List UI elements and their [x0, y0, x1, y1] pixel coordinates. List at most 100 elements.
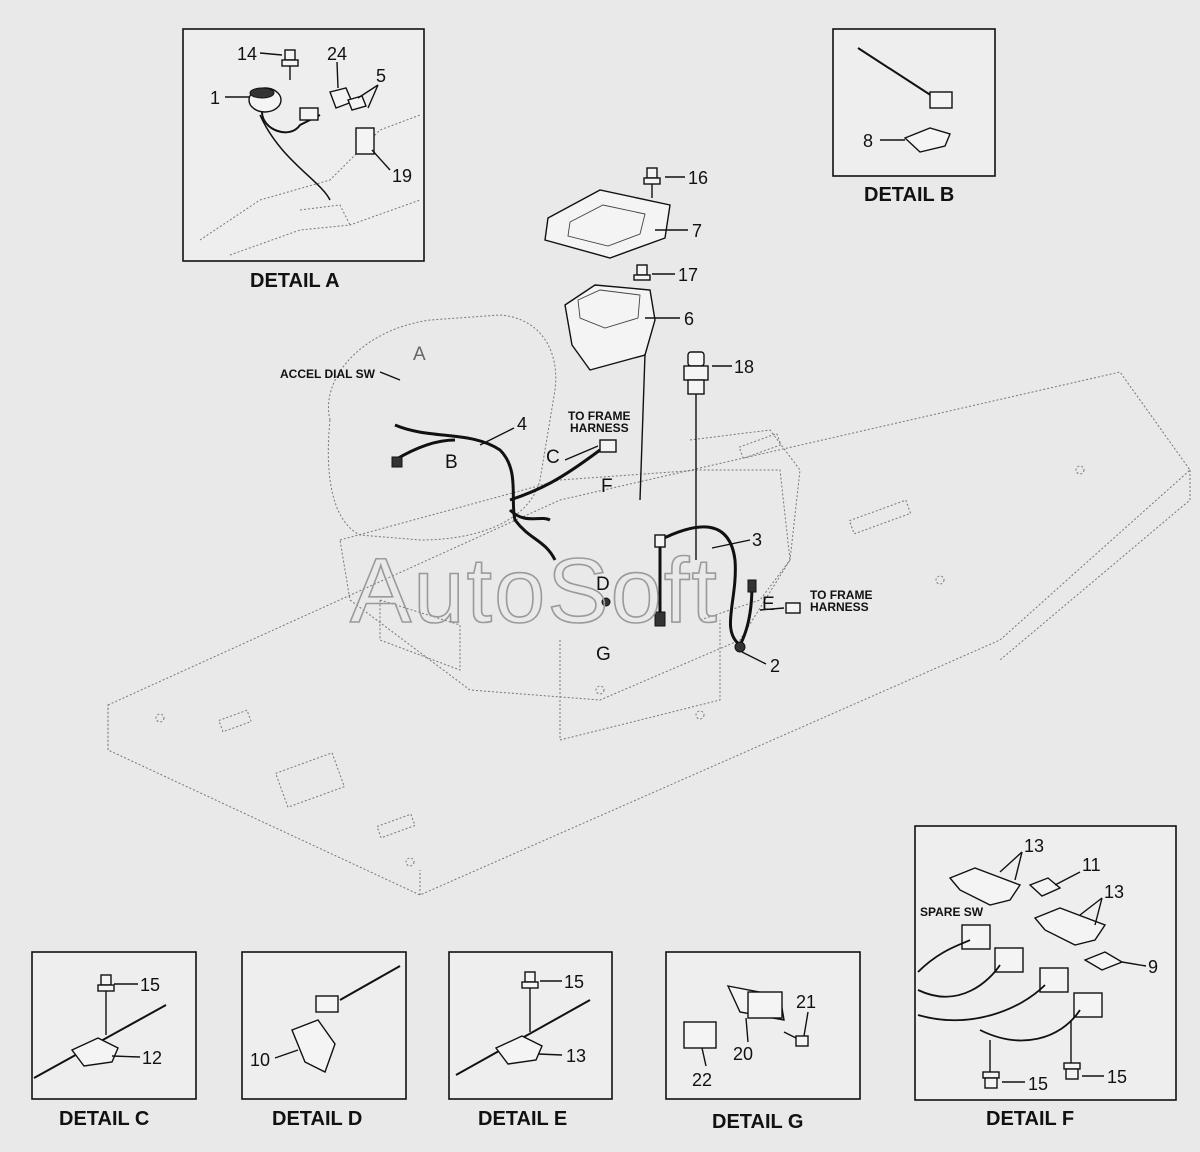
detail-a-frame [182, 28, 425, 262]
label-22 [683, 1021, 717, 1049]
watermark: AutoSoft [350, 540, 719, 642]
part-19 [355, 127, 375, 155]
callout-7: 7 [692, 221, 702, 241]
detail-a-callout-24: 24 [327, 44, 347, 64]
zone-label-g: G [596, 644, 611, 665]
detail-b-wire [857, 47, 933, 97]
frame-plate-edge [107, 470, 1191, 895]
detail-c: 15 12 DETAIL C [31, 951, 197, 1130]
detail-b-caption: DETAIL B [864, 184, 954, 206]
heater-grille [379, 599, 461, 671]
part-11 [1028, 877, 1062, 897]
main-assembly: 16 7 17 6 18 4 3 2 A B C D E F G ACCEL D… [107, 167, 1191, 896]
detail-a-callout-5: 5 [376, 66, 386, 86]
detail-a-wire [261, 111, 321, 134]
harness-4-branch2 [509, 448, 601, 502]
plate-slot [738, 432, 782, 460]
detail-g-callout-21: 21 [796, 992, 816, 1012]
detail-c-frame [31, 951, 197, 1100]
to-frame-harness-lower-line2: HARNESS [810, 600, 869, 614]
detail-a-callout-14: 14 [237, 44, 257, 64]
detail-b-connector [929, 91, 953, 109]
callout-17: 17 [678, 265, 698, 285]
callout-6: 6 [684, 309, 694, 329]
detail-g-caption: DETAIL G [712, 1111, 803, 1133]
bracket-13-upper [948, 867, 1022, 906]
zone-label-e: E [762, 594, 775, 615]
accel-dial-part-1 [248, 87, 282, 113]
detail-f-wire-4 [979, 1009, 1081, 1042]
part-5 [347, 95, 367, 111]
detail-f-callout-9: 9 [1148, 957, 1158, 977]
ground-2 [734, 641, 746, 653]
bolt-15-left [982, 1040, 1000, 1089]
bolt-16 [643, 167, 661, 198]
clip-f [654, 534, 666, 548]
detail-f: 13 11 13 9 15 15 SPARE SW DETAIL F [914, 825, 1177, 1130]
plate-hole [595, 685, 605, 695]
zone-label-a: A [413, 344, 426, 365]
plate-slot [218, 709, 252, 733]
seat-back [327, 314, 557, 541]
harness-4-branch [394, 438, 456, 462]
detail-f-callout-11: 11 [1082, 855, 1101, 875]
to-frame-harness-upper-line2: HARNESS [570, 421, 629, 435]
detail-c-caption: DETAIL C [59, 1108, 149, 1130]
accel-dial-sw-label: ACCEL DIAL SW [280, 367, 376, 381]
spare-switch [961, 924, 991, 950]
switch-18 [683, 351, 709, 560]
detail-a-background [199, 114, 421, 256]
boot-opening [577, 289, 641, 329]
callout-2: 2 [770, 656, 780, 676]
zone-label-f: F [601, 476, 613, 497]
bracket-13-lower [1033, 907, 1107, 946]
callout-3: 3 [752, 530, 762, 550]
detail-d-wire [339, 965, 401, 1001]
zone-label-c: C [546, 447, 560, 468]
harness-3 [659, 525, 741, 647]
bracket-8 [903, 127, 951, 153]
connector-g [654, 611, 666, 627]
harness-4 [394, 423, 557, 561]
detail-f-callout-13b: 13 [1104, 882, 1124, 902]
switch-20-body [747, 991, 783, 1019]
plate-hole [1075, 465, 1085, 475]
detail-b: 8 DETAIL B [832, 28, 996, 206]
detail-e-callout-15: 15 [564, 972, 584, 992]
detail-f-wire-1 [917, 939, 971, 973]
accel-connector [391, 456, 403, 468]
clamp-12 [70, 1037, 119, 1067]
detail-a: 14 24 1 5 19 DETAIL A [182, 28, 425, 292]
bolt-15-right [1063, 1020, 1081, 1080]
detail-a-caption: DETAIL A [250, 270, 340, 292]
harness-4-branch3 [508, 508, 551, 522]
callout-16: 16 [688, 168, 708, 188]
detail-f-callout-15b: 15 [1107, 1067, 1127, 1087]
detail-f-wire-2 [917, 964, 1001, 998]
to-frame-harness-lower-line1: TO FRAME [810, 588, 872, 602]
zone-label-b: B [445, 452, 458, 473]
detail-d-connector [315, 995, 339, 1013]
connector-3-end [747, 579, 757, 593]
detail-g: 22 20 21 DETAIL G [665, 951, 861, 1133]
clamp-d [601, 597, 611, 607]
detail-e: 15 13 DETAIL E [448, 951, 613, 1130]
detail-c-callout-15: 15 [140, 975, 160, 995]
switch-f3 [1039, 967, 1069, 993]
detail-a-wire2 [259, 114, 331, 201]
boot [564, 284, 656, 371]
detail-f-callout-13a: 13 [1024, 836, 1044, 856]
detail-f-caption: DETAIL F [986, 1108, 1074, 1130]
frame-connector-c [599, 439, 617, 453]
console-lower [559, 620, 721, 741]
harness-3-lead [738, 584, 754, 646]
detail-f-frame [914, 825, 1177, 1101]
detail-b-callout-8: 8 [863, 131, 873, 151]
plate-hole [155, 713, 165, 723]
plate-hole [935, 575, 945, 585]
plate-cutout [275, 752, 345, 808]
clamp-13 [494, 1035, 543, 1065]
plate-hole [695, 710, 705, 720]
callout-18: 18 [734, 357, 754, 377]
